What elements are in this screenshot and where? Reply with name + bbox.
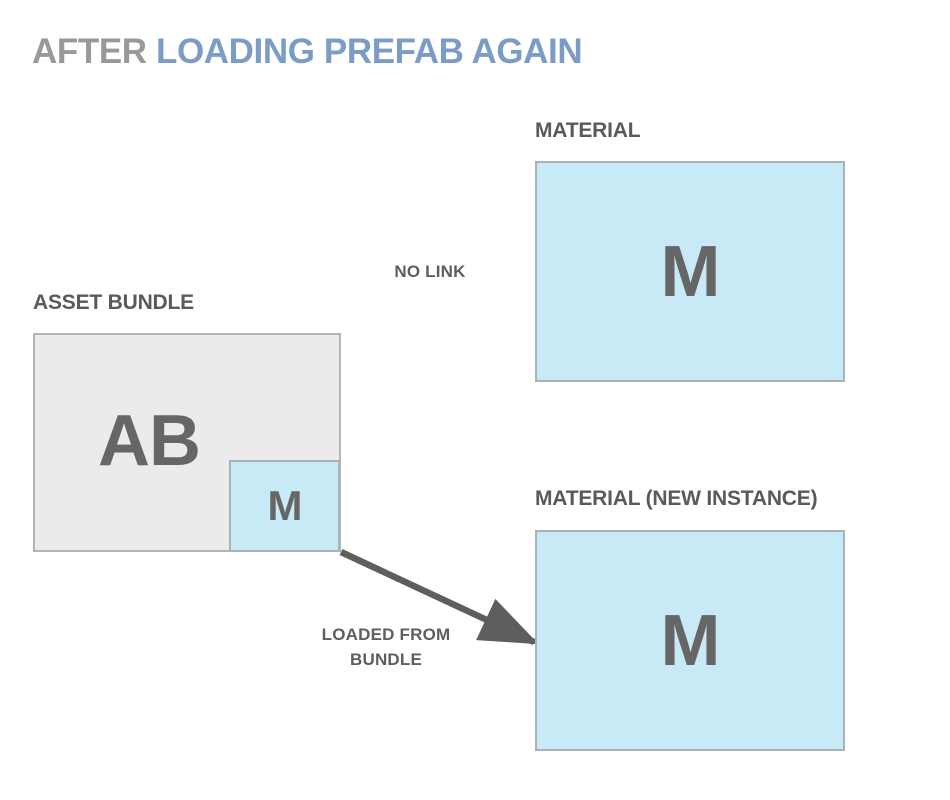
material-box-label: MATERIAL xyxy=(535,119,641,142)
bundle-material-box: M xyxy=(229,460,340,552)
loaded-from-bundle-edge-label: LOADED FROM BUNDLE xyxy=(321,625,451,669)
material-glyph: M xyxy=(660,231,721,312)
no-link-edge-label: NO LINK xyxy=(394,262,466,281)
page-title-highlight: LOADING PREFAB AGAIN xyxy=(155,32,583,71)
material-new-instance-box-label: MATERIAL (NEW INSTANCE) xyxy=(535,487,818,510)
material-new-instance-box: M xyxy=(535,530,845,751)
page-title-prefix: AFTER xyxy=(32,32,156,71)
asset-bundle-box-label: ASSET BUNDLE xyxy=(33,291,194,314)
bundle-material-glyph: M xyxy=(267,482,303,529)
material-new-instance-glyph: M xyxy=(660,600,721,681)
material-box: M xyxy=(535,161,845,382)
page-title: AFTER LOADING PREFAB AGAIN xyxy=(32,30,583,74)
